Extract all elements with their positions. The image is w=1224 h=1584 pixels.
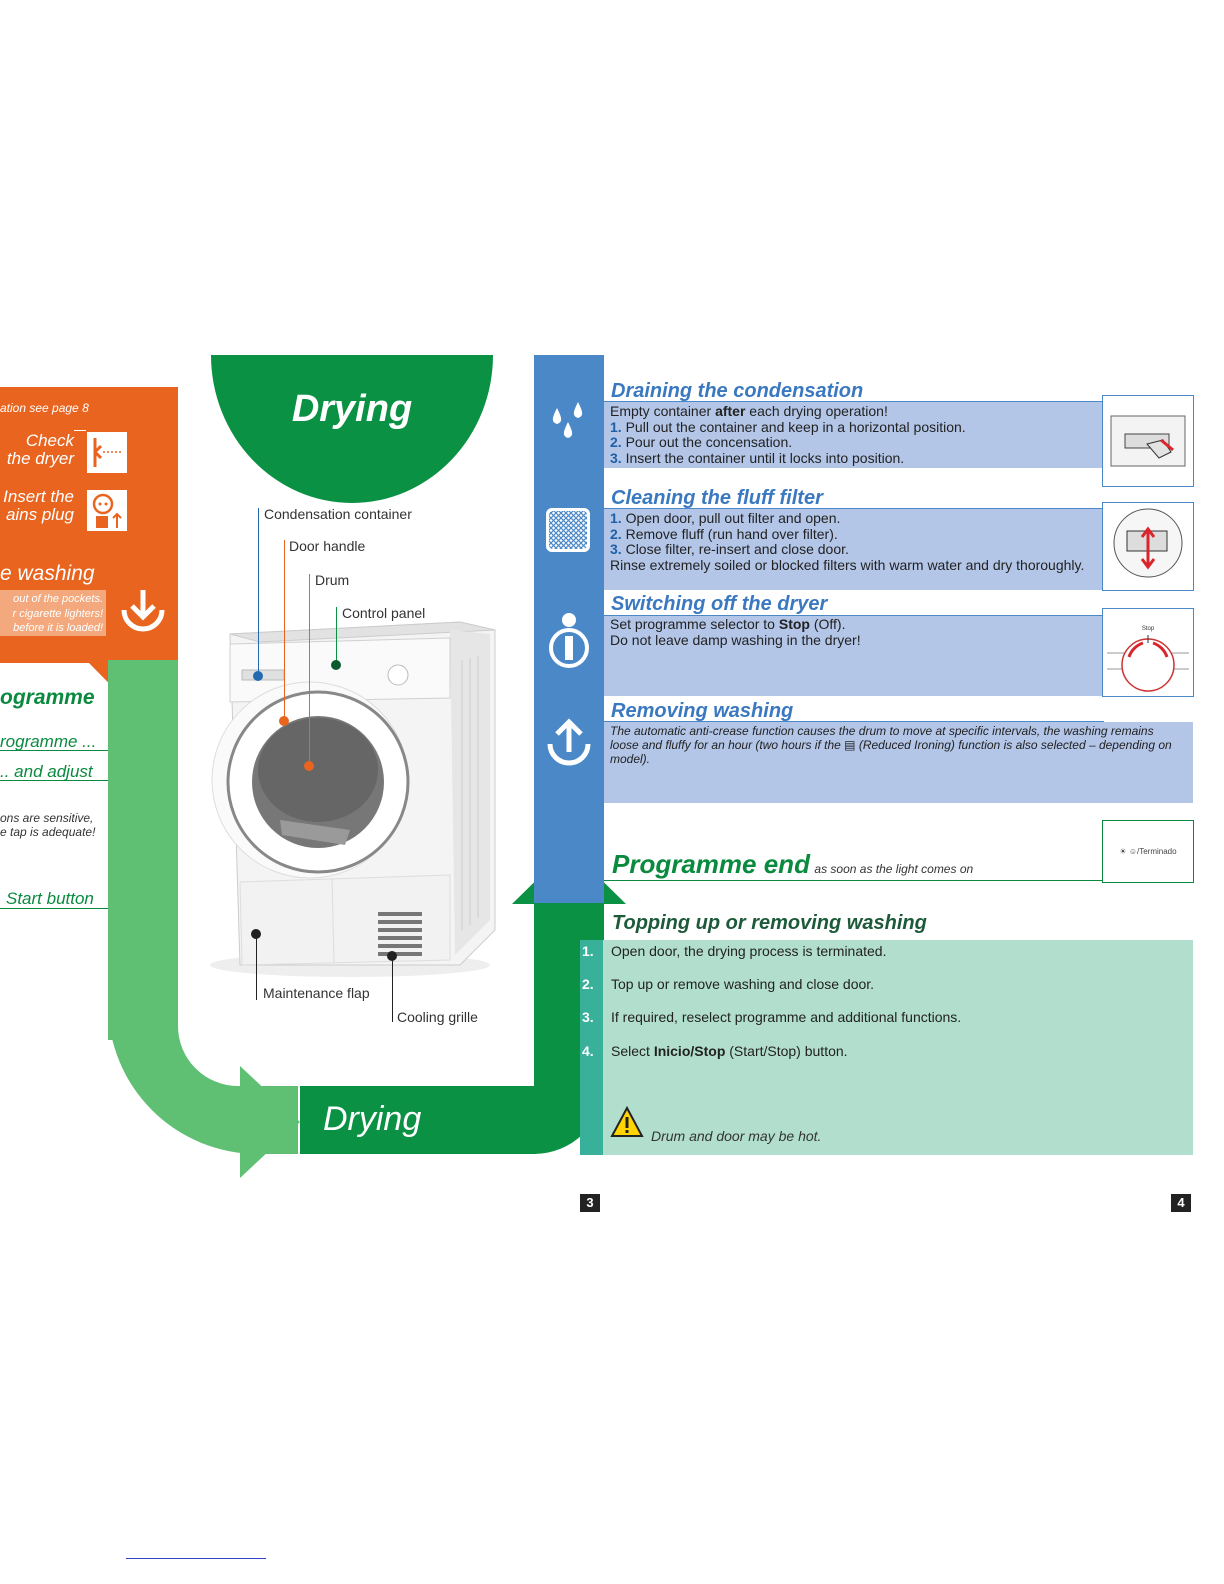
topping-item: Open door, the drying process is termina…	[611, 943, 887, 959]
page-title: Drying	[291, 388, 413, 430]
section-rule	[604, 615, 1104, 616]
topping-item: Select Inicio/Stop (Start/Stop) button.	[611, 1043, 848, 1059]
footer-link-line	[126, 1558, 266, 1559]
draining-step: 2. Pour out the concensation.	[610, 434, 793, 450]
section-title-switching: Switching off the dryer	[611, 593, 828, 615]
callout-dot-orange	[304, 761, 314, 771]
fluff-step: 3. Close filter, re-insert and close doo…	[610, 541, 849, 557]
removing-band	[604, 722, 1193, 803]
callout-dot-orange	[279, 716, 289, 726]
light-green-band	[108, 660, 178, 1040]
unload-up-icon	[544, 718, 594, 775]
hot-warning: Drum and door may be hot.	[651, 1128, 822, 1144]
section-title-fluff: Cleaning the fluff filter	[611, 487, 823, 509]
switching-band	[604, 616, 1193, 696]
topping-item: Top up or remove washing and close door.	[611, 976, 875, 992]
switching-text: Set programme selector to Stop (Off). Do…	[610, 616, 861, 648]
programme-heading: ogramme	[0, 686, 95, 709]
callout-line	[336, 607, 337, 663]
callout-line	[256, 934, 257, 1000]
reference-note: ation see page 8	[0, 401, 89, 415]
fluff-illustration	[1102, 502, 1194, 591]
callout-line	[392, 956, 393, 1022]
draining-step: 3. Insert the container until it locks i…	[610, 449, 905, 466]
callout-line	[284, 540, 285, 720]
topping-number: 2.	[582, 976, 594, 992]
load-down-icon	[118, 586, 168, 641]
bottom-drying-label: Drying	[323, 1100, 422, 1138]
section-rule	[604, 880, 1104, 881]
fluff-step: 2. Remove fluff (run hand over filter).	[610, 525, 838, 542]
topping-number: 3.	[582, 1009, 594, 1025]
page-number-left: 3	[580, 1194, 600, 1212]
callout-maintenance-flap: Maintenance flap	[263, 985, 370, 1001]
filter-icon	[546, 508, 590, 552]
callout-cooling-grille: Cooling grille	[397, 1009, 478, 1025]
sensitive-note: ons are sensitive, e tap is adequate!	[0, 811, 96, 839]
section-rule	[604, 401, 1104, 402]
section-title-draining: Draining the condensation	[611, 380, 864, 402]
step-2-line	[0, 780, 128, 781]
callout-condensation-container: Condensation container	[264, 506, 412, 522]
section-rule	[604, 721, 1104, 722]
topping-number: 4.	[582, 1043, 594, 1059]
draining-step: 1. Pull out the container and keep in a …	[610, 418, 966, 435]
programme-end-heading: Programme end as soon as the light comes…	[612, 849, 974, 879]
step-1-line	[0, 750, 128, 751]
draining-text: Empty container after each drying operat…	[610, 403, 966, 466]
switching-line-2: Do not leave damp washing in the dryer!	[610, 631, 861, 648]
callout-line	[309, 574, 310, 764]
step-2-text: .. and adjust	[0, 762, 93, 781]
page-number-right: 4	[1171, 1194, 1191, 1212]
callout-dot-blue	[253, 671, 263, 681]
topping-number: 1.	[582, 943, 594, 959]
fluff-note: Rinse extremely soiled or blocked filter…	[610, 556, 1085, 573]
warning-box: out of the pockets. r cigarette lighters…	[0, 590, 106, 636]
dryer-illustration	[200, 620, 500, 990]
indicator-illustration: ☀ ☺/Terminado	[1102, 820, 1194, 883]
plug-icon	[86, 489, 128, 532]
dark-green-band	[300, 1086, 536, 1154]
step-1-text: rogramme ...	[0, 732, 97, 751]
warning-triangle-icon	[610, 1105, 644, 1143]
light-green-arrow	[240, 1066, 300, 1178]
washing-heading: e washing	[0, 562, 95, 585]
fluff-text: 1. Open door, pull out filter and open. …	[610, 510, 1085, 573]
insert-plug-label: Insert the ains plug	[3, 487, 74, 524]
step-3-line	[0, 908, 128, 909]
section-title-topping: Topping up or removing washing	[612, 912, 927, 934]
terminado-indicator: ☀ ☺/Terminado	[1119, 847, 1177, 856]
info-icon	[546, 612, 592, 673]
draining-illustration	[1102, 395, 1194, 487]
callout-drum: Drum	[315, 572, 350, 588]
draining-intro: Empty container after each drying operat…	[610, 403, 888, 419]
drops-icon	[548, 398, 588, 451]
divider	[74, 430, 86, 431]
fluff-band	[604, 509, 1193, 590]
topping-band	[603, 940, 1193, 1155]
fluff-step: 1. Open door, pull out filter and open.	[610, 510, 841, 526]
draining-band	[604, 402, 1193, 468]
callout-door-handle: Door handle	[289, 538, 366, 554]
selector-illustration: Stop	[1102, 608, 1194, 697]
callout-line	[258, 508, 259, 674]
topping-item: If required, reselect programme and addi…	[611, 1009, 962, 1025]
callout-dot-green	[331, 660, 341, 670]
callout-control-panel: Control panel	[342, 605, 426, 621]
check-dryer-label: Check the dryer	[6, 431, 74, 468]
section-rule	[604, 508, 1104, 509]
switching-line-1: Set programme selector to Stop (Off).	[610, 616, 846, 632]
number-strip	[580, 940, 603, 1155]
check-dryer-icon	[86, 431, 128, 474]
section-title-removing: Removing washing	[611, 700, 794, 722]
removing-text: The automatic anti-crease function cause…	[610, 724, 1172, 766]
reduced-ironing-icon: ▤	[844, 738, 856, 752]
step-3-text: Start button	[6, 889, 94, 908]
